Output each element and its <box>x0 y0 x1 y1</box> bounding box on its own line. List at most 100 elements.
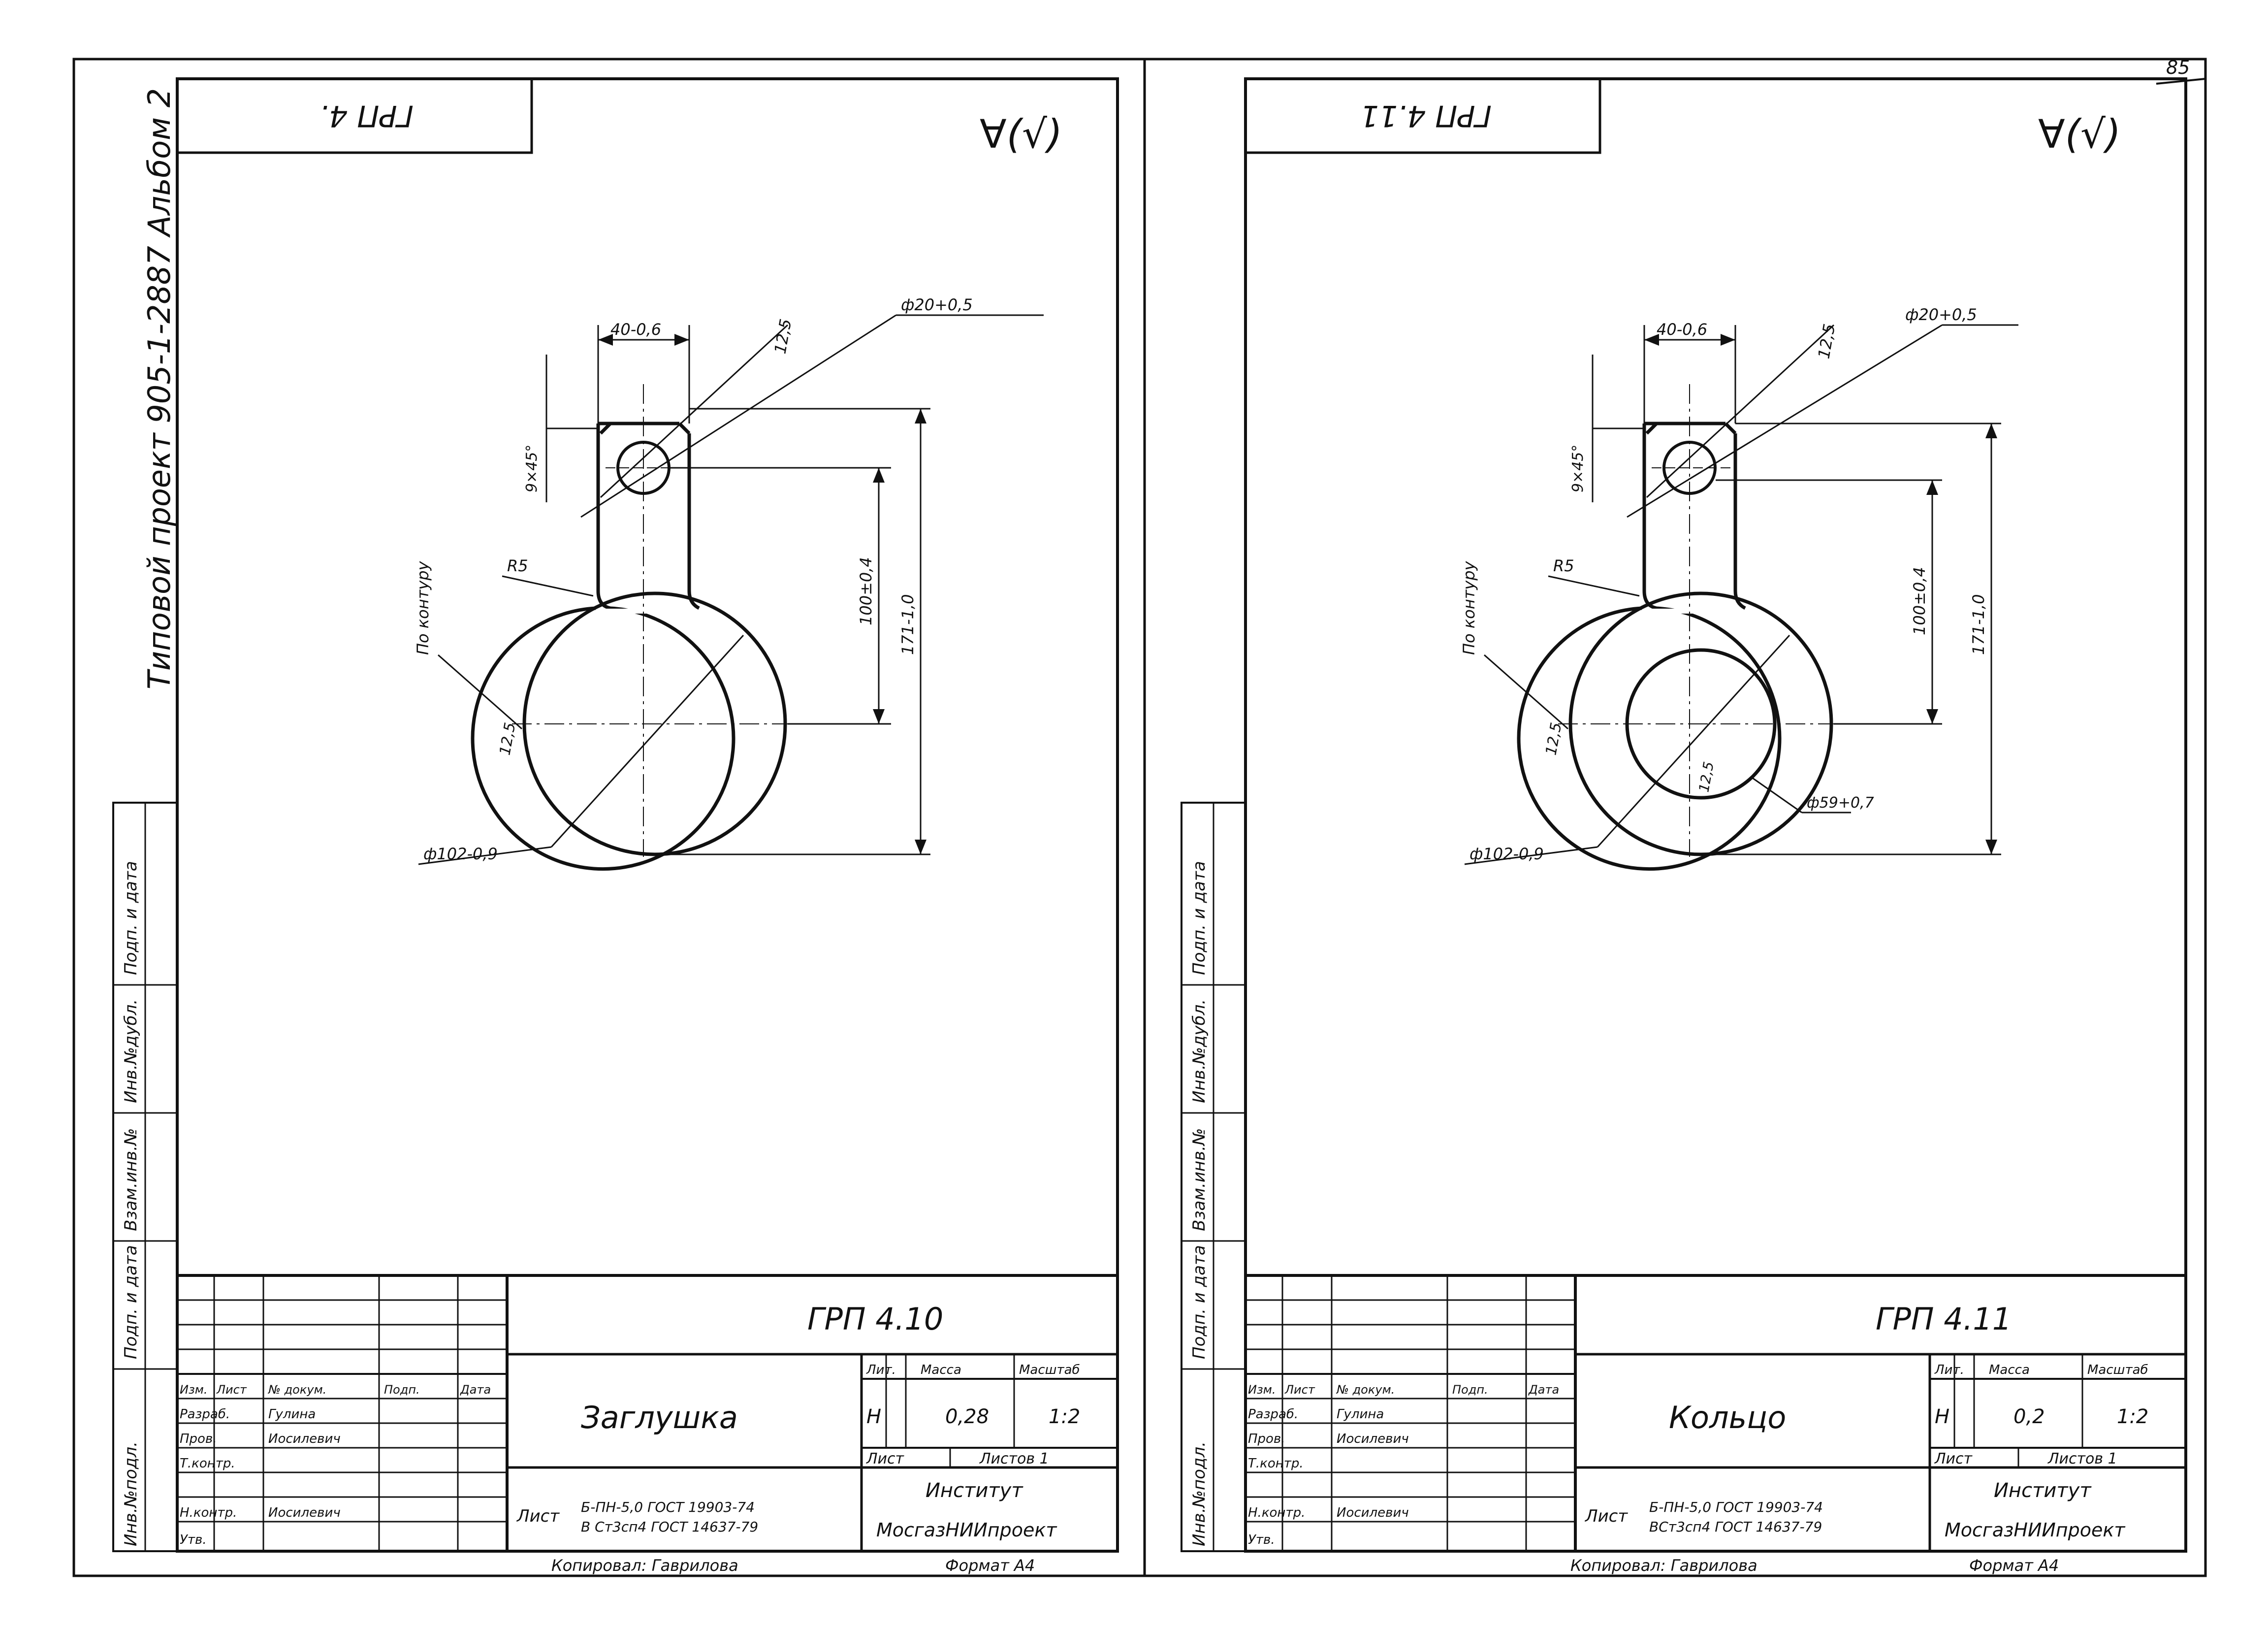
sheets-total: Листов 1 <box>2047 1450 2117 1467</box>
roughness-symbol: ∀(√) <box>2038 111 2121 157</box>
stage: Н <box>866 1405 881 1428</box>
material-1: Б-ПН-5,0 ГОСТ 19903-74 <box>1649 1499 1823 1515</box>
sheet-right: ГРП 4.11 ∀(√) Инв.№подл. Подп. и дата Вз… <box>1181 77 2187 1575</box>
dim-radius: R5 <box>1553 556 1574 575</box>
role-5: Утв. <box>180 1532 207 1547</box>
col-mass: Масса <box>921 1363 961 1377</box>
col-lit: Лит. <box>1934 1363 1964 1377</box>
part-drawing <box>471 384 798 871</box>
dim-outer: ф102-0,9 <box>423 845 498 863</box>
name-1: Гулина <box>1337 1407 1384 1422</box>
role-2: Пров. <box>1248 1432 1285 1446</box>
side-label: Подп. и дата <box>121 861 141 975</box>
dim-center: 100±0,4 <box>857 557 875 625</box>
dim-chamfer: 9×45° <box>523 445 541 492</box>
dim-edge: 12,5 <box>1542 721 1565 757</box>
dimensions <box>1464 324 2018 865</box>
dim-center: 100±0,4 <box>1910 567 1929 635</box>
dim-overall: 171-1,0 <box>1969 594 1988 655</box>
hdr-date: Дата <box>460 1383 491 1397</box>
dim-outer: ф102-0,9 <box>1469 845 1544 863</box>
dim-width: 40-0,6 <box>610 320 661 339</box>
material-2: В Ст3сп4 ГОСТ 14637-79 <box>581 1519 758 1535</box>
dim-corner: 12,5 <box>1814 323 1839 360</box>
scale-value: 1:2 <box>2117 1405 2148 1428</box>
scale-value: 1:2 <box>1049 1405 1080 1428</box>
side-label: Инв.№подл. <box>1189 1441 1209 1546</box>
title-block <box>176 1274 1119 1553</box>
dim-contour: По контуру <box>414 560 432 655</box>
sheet-label: Лист <box>1934 1450 1973 1467</box>
doc-code: ГРП 4.10 <box>807 1301 943 1337</box>
hdr-list: Лист <box>216 1383 247 1397</box>
mass-value: 0,2 <box>2013 1405 2045 1428</box>
role-4: Н.контр. <box>180 1505 237 1520</box>
side-label: Подп. и дата <box>1189 1245 1209 1359</box>
hdr-list: Лист <box>1284 1383 1315 1397</box>
side-label: Подп. и дата <box>121 1245 141 1359</box>
org-2: МосгазНИИпроект <box>876 1519 1057 1541</box>
dim-contour: По контуру <box>1460 560 1478 655</box>
hdr-izm: Изм. <box>1248 1383 1276 1397</box>
material-1: Б-ПН-5,0 ГОСТ 19903-74 <box>581 1499 755 1515</box>
doc-code: ГРП 4.11 <box>1876 1301 2012 1337</box>
dim-radius: R5 <box>507 556 528 575</box>
name-4: Иосилевич <box>1337 1505 1409 1520</box>
dim-hole: ф20+0,5 <box>901 295 973 314</box>
hdr-sign: Подп. <box>384 1383 420 1397</box>
org-2: МосгазНИИпроект <box>1945 1519 2126 1541</box>
name-1: Гулина <box>268 1407 316 1422</box>
role-1: Разраб. <box>180 1407 230 1422</box>
mass-value: 0,28 <box>945 1405 989 1428</box>
role-3: Т.контр. <box>1248 1456 1304 1471</box>
role-3: Т.контр. <box>180 1456 235 1471</box>
dim-inner: ф59+0,7 <box>1807 794 1874 812</box>
part-name: Заглушка <box>581 1400 738 1435</box>
format: Формат А4 <box>945 1556 1035 1575</box>
name-2: Иосилевич <box>1337 1432 1409 1446</box>
dim-corner: 12,5 <box>770 318 795 356</box>
dim-inner-corner: 12,5 <box>1695 760 1717 793</box>
dim-hole: ф20+0,5 <box>1905 305 1977 324</box>
copied-by: Копировал: Гаврилова <box>1570 1556 1757 1575</box>
org-1: Институт <box>1994 1479 2092 1502</box>
role-2: Пров. <box>180 1432 217 1446</box>
org-1: Институт <box>926 1479 1023 1502</box>
dim-chamfer: 9×45° <box>1569 445 1587 492</box>
col-lit: Лит. <box>866 1363 896 1377</box>
dim-overall: 171-1,0 <box>898 594 917 655</box>
hdr-doc: № докум. <box>267 1383 326 1397</box>
side-label: Инв.№подл. <box>121 1441 141 1546</box>
col-scale: Масштаб <box>2087 1363 2148 1377</box>
role-4: Н.контр. <box>1248 1505 1305 1520</box>
role-5: Утв. <box>1248 1532 1275 1547</box>
dimensions <box>418 314 1044 865</box>
name-4: Иосилевич <box>268 1505 341 1520</box>
rotated-code: ГРП 4.11 <box>1360 98 1492 133</box>
role-1: Разраб. <box>1248 1407 1298 1422</box>
stage: Н <box>1935 1405 1949 1428</box>
material-word: Лист <box>1584 1506 1628 1526</box>
hdr-date: Дата <box>1528 1383 1559 1397</box>
sheet-frame <box>1244 77 2187 1553</box>
dim-width: 40-0,6 <box>1657 320 1707 339</box>
side-label: Взам.инв.№ <box>1189 1128 1209 1231</box>
copied-by: Копировал: Гаврилова <box>551 1556 738 1575</box>
name-2: Иосилевич <box>268 1432 341 1446</box>
sheet-frame <box>176 77 1119 1553</box>
sheet-left: ГРП 4. ∀(√) Инв.№подл. Подп. и дата Взам… <box>112 77 1119 1575</box>
hdr-sign: Подп. <box>1452 1383 1488 1397</box>
dim-edge: 12,5 <box>496 721 519 757</box>
side-label: Инв.№дубл. <box>1189 999 1209 1103</box>
hdr-izm: Изм. <box>180 1383 207 1397</box>
material-2: ВСт3сп4 ГОСТ 14637-79 <box>1649 1519 1822 1535</box>
format: Формат А4 <box>1969 1556 2059 1575</box>
side-label: Взам.инв.№ <box>121 1128 141 1231</box>
album-note: Типовой проект 905-1-2887 Альбом 2 <box>141 88 177 689</box>
title-block <box>1244 1274 2187 1553</box>
col-scale: Масштаб <box>1019 1363 1080 1377</box>
material-word: Лист <box>516 1506 560 1526</box>
hdr-doc: № докум. <box>1336 1383 1395 1397</box>
col-mass: Масса <box>1989 1363 2030 1377</box>
